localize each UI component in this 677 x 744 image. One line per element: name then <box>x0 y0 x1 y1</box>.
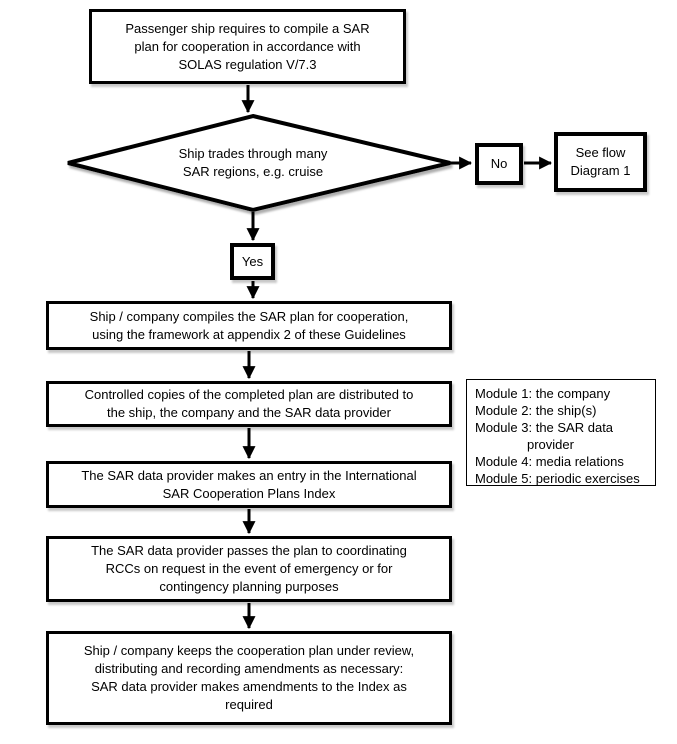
step-review-plan-box: Ship / company keeps the cooperation pla… <box>46 631 452 725</box>
module-line: provider <box>527 437 574 452</box>
step-distribute-copies-box: Controlled copies of the completed plan … <box>46 381 452 427</box>
modules-list-box: Module 1: the company Module 2: the ship… <box>466 379 656 486</box>
decision-diamond <box>67 113 451 213</box>
module-line: Module 1: the company <box>475 386 611 401</box>
decision-label: Ship trades through many SAR regions, e.… <box>178 146 328 179</box>
step-pass-to-rccs-box: The SAR data provider passes the plan to… <box>46 536 452 602</box>
step-compile-plan-box: Ship / company compiles the SAR plan for… <box>46 301 452 350</box>
module-line: Module 2: the ship(s) <box>475 403 597 418</box>
see-flow-diagram-box: See flow Diagram 1 <box>554 132 647 192</box>
no-box: No <box>475 143 523 185</box>
step-index-entry-box: The SAR data provider makes an entry in … <box>46 461 452 508</box>
module-line: Module 3: the SAR data <box>475 420 614 435</box>
module-line: Module 4: media relations <box>475 454 624 469</box>
module-line: Module 5: periodic exercises <box>475 471 640 486</box>
start-box: Passenger ship requires to compile a SAR… <box>89 9 406 84</box>
yes-box: Yes <box>230 243 275 280</box>
